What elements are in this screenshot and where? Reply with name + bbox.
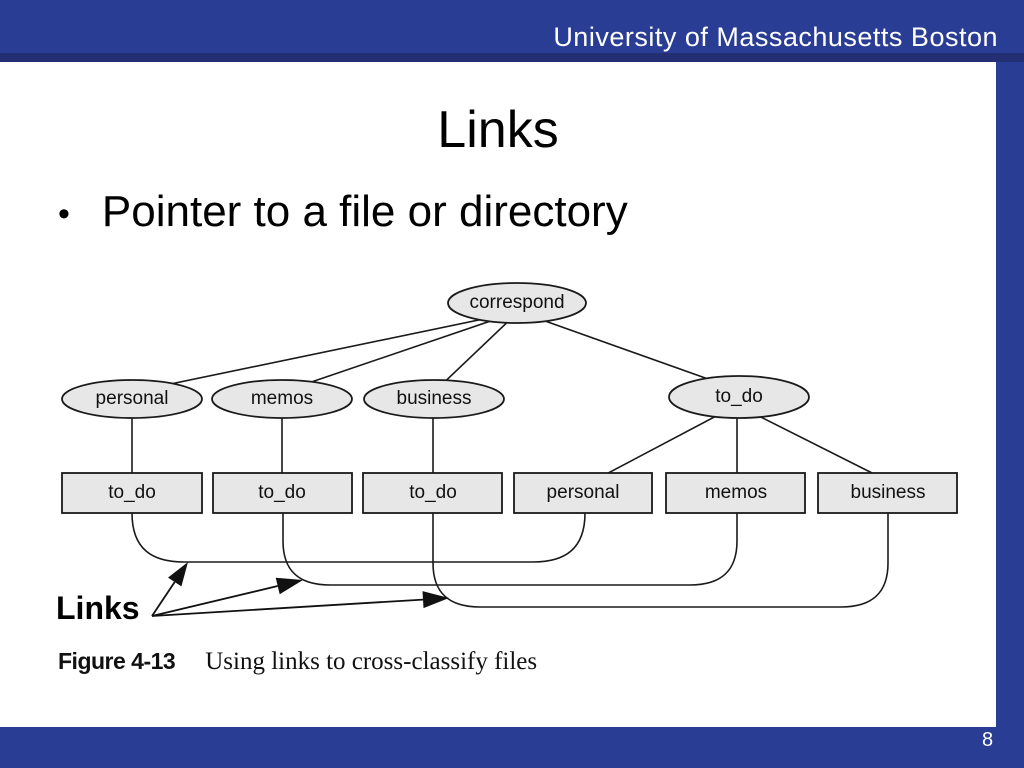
label-file-3: to_do [409,482,457,503]
label-file-2: to_do [258,482,306,503]
label-dir-memos: memos [250,388,314,409]
links-annotation-label: Links [56,590,140,626]
figure-caption-text: Using links to cross-classify files [205,648,538,675]
bullet-glyph: • [58,195,70,233]
label-file-4: personal [546,482,620,503]
label-file-1: to_do [108,482,156,503]
page-number: 8 [982,729,994,751]
bullet-item: • Pointer to a file or directory [58,187,628,240]
label-correspond: correspond [469,292,565,313]
label-file-5: memos [704,482,768,503]
figure-caption: Figure 4-13 Using links to cross-classif… [58,648,537,676]
header-accent-stripe [0,53,1024,62]
label-dir-todo: to_do [715,386,763,407]
figure-caption-label: Figure 4-13 [58,648,176,674]
label-dir-personal: personal [95,388,169,409]
institution-name: University of Massachusetts Boston [553,22,998,52]
label-file-6: business [850,482,926,503]
bullet-text: Pointer to a file or directory [101,187,628,236]
slide-title: Links [437,101,559,159]
label-dir-business: business [396,388,472,409]
